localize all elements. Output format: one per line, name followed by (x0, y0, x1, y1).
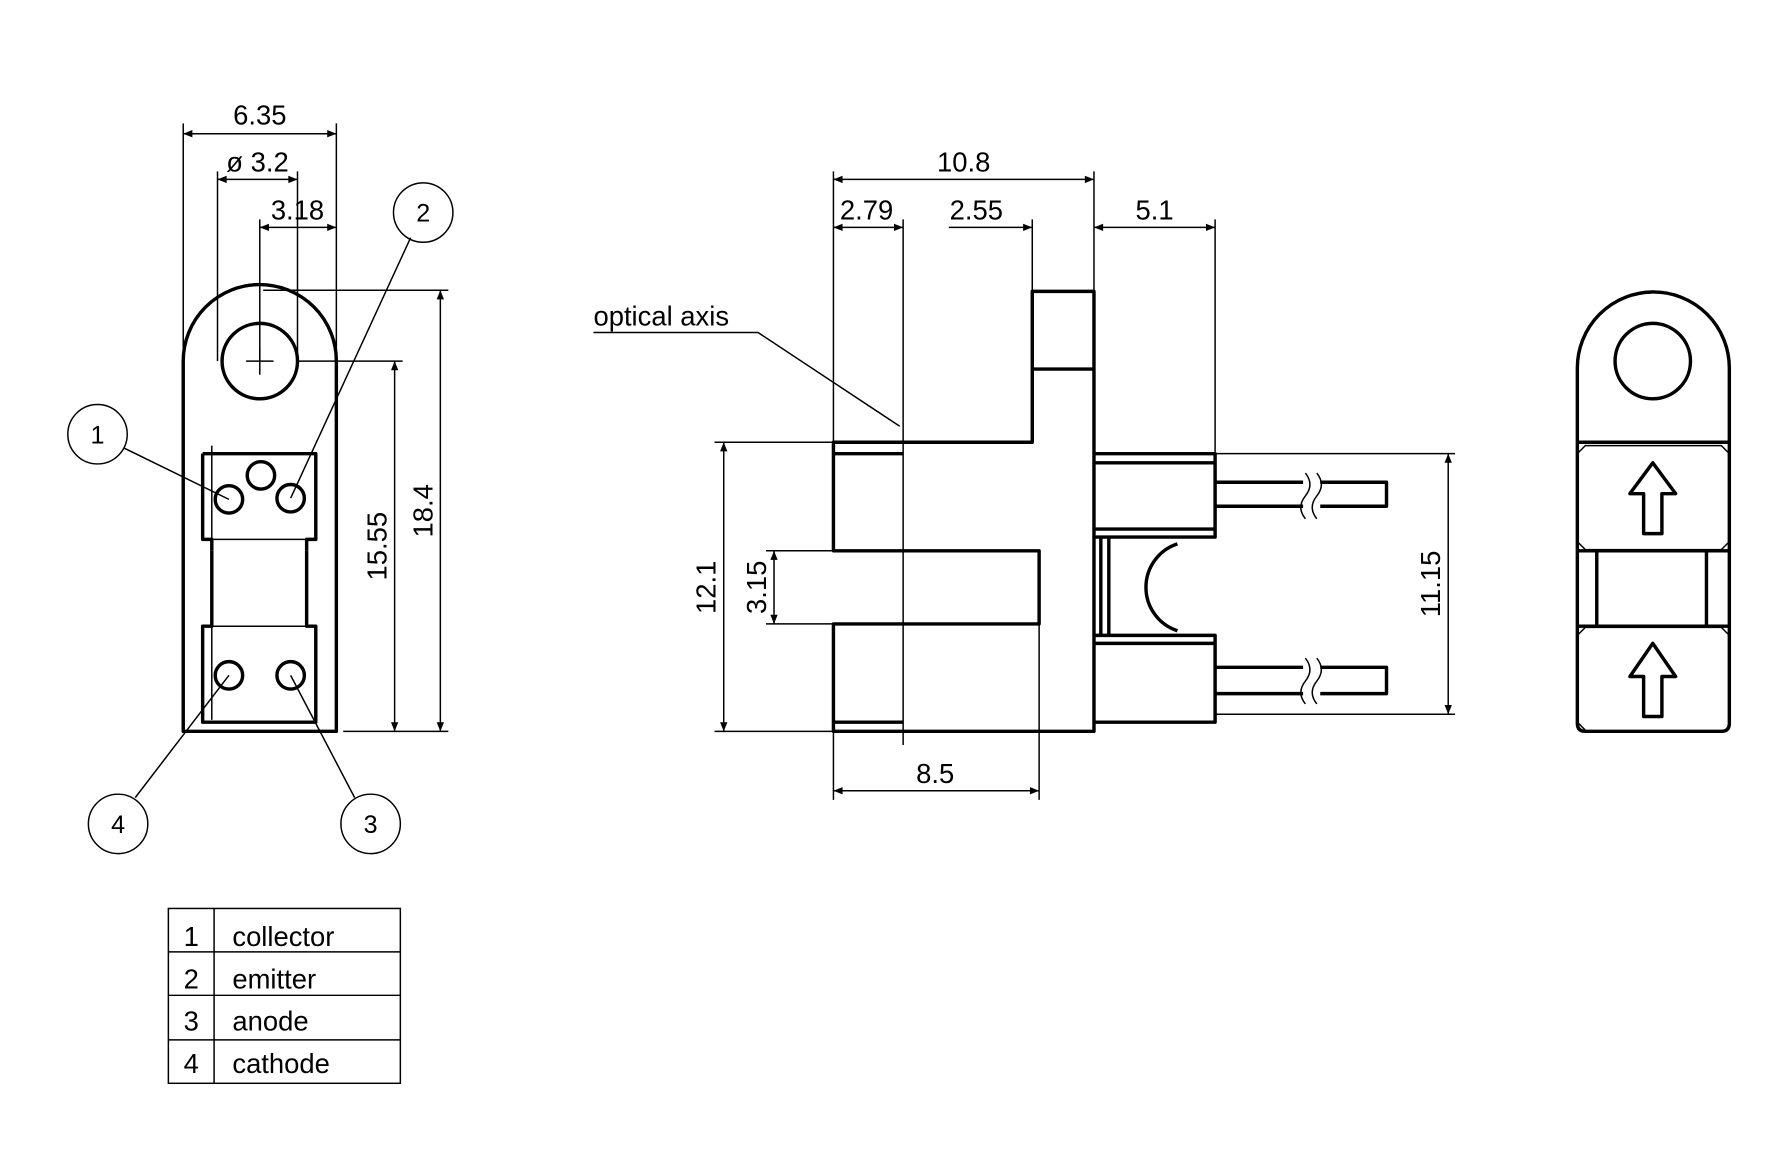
dim-hole-diameter: ø 3.2 (226, 146, 288, 177)
dim-connector-height: 11.15 (1415, 551, 1446, 618)
dim-connector-length: 5.1 (1135, 194, 1173, 225)
svg-text:1: 1 (91, 421, 105, 449)
dim-slot-width: 3.15 (741, 561, 772, 614)
arrow-up-icon (1628, 641, 1678, 719)
dim-depth-total: 10.8 (937, 146, 990, 177)
dim-optical-axis-offset: 2.79 (840, 194, 893, 225)
dim-slot-depth: 8.5 (916, 758, 954, 789)
callout-1: 1 (67, 403, 128, 465)
svg-text:cathode: cathode (232, 1048, 330, 1079)
svg-text:2: 2 (416, 200, 430, 228)
pin-row-3: 3 anode (184, 1006, 309, 1037)
dim-width-total: 6.35 (233, 100, 286, 131)
dim-hole-to-bottom: 15.55 (362, 512, 393, 581)
pin-table: 1 collector 2 emitter 3 anode 4 cathode (167, 907, 402, 1085)
pin-row-2: 2 emitter (184, 963, 317, 994)
svg-text:anode: anode (232, 1006, 308, 1037)
pin-2 (275, 482, 307, 514)
dim-height-total: 18.4 (407, 484, 438, 537)
callout-3: 3 (340, 793, 402, 855)
arrow-up-icon (1628, 461, 1678, 536)
dim-body-height: 12.1 (691, 561, 722, 614)
dim-hole-offset: 3.18 (271, 194, 324, 225)
side-view: 10.8 2.79 2.55 5.1 12.1 3.15 11.15 8.5 o… (593, 146, 1456, 800)
svg-text:2: 2 (184, 963, 199, 994)
svg-text:3: 3 (184, 1006, 199, 1037)
svg-text:4: 4 (111, 811, 125, 839)
optical-axis-label: optical axis (593, 301, 729, 332)
front-view: 6.35 ø 3.2 3.18 18.4 15.55 1 2 3 4 (67, 100, 454, 855)
rear-view (1575, 290, 1732, 734)
callout-2: 2 (392, 182, 454, 243)
pin-center (245, 459, 277, 491)
svg-text:3: 3 (364, 811, 378, 839)
pin-3 (275, 659, 307, 691)
pin-1 (213, 483, 245, 515)
svg-text:4: 4 (184, 1048, 199, 1079)
pin-row-1: 1 collector (184, 921, 335, 952)
pin-4 (213, 659, 245, 691)
dim-tab-offset: 2.55 (950, 194, 1003, 225)
svg-text:emitter: emitter (232, 963, 316, 994)
pin-row-4: 4 cathode (184, 1048, 330, 1079)
svg-text:1: 1 (184, 921, 199, 952)
svg-text:collector: collector (232, 921, 334, 952)
callout-4: 4 (87, 793, 149, 855)
